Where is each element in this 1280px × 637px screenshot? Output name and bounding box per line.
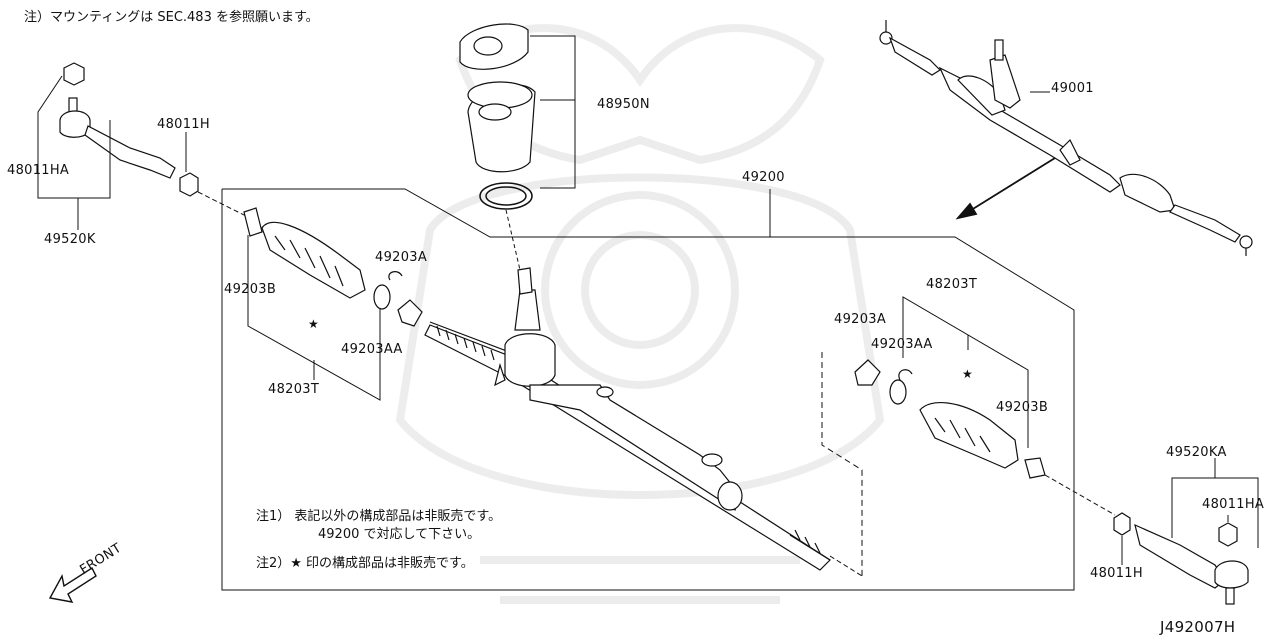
assembly-49200-outline bbox=[221, 188, 1075, 591]
left-tie-rod-end-bracket bbox=[37, 75, 187, 230]
part-label-48011H-right[interactable]: 48011H bbox=[1090, 566, 1143, 581]
rack-assembly-49001 bbox=[879, 20, 1253, 256]
part-label-48203T-left[interactable]: 48203T bbox=[268, 382, 320, 397]
footnote-2: 注2）★ 印の構成部品は非販売です。 bbox=[256, 556, 474, 571]
part-label-49520KA[interactable]: 49520KA bbox=[1166, 445, 1227, 460]
part-label-49001[interactable]: 49001 bbox=[1051, 81, 1094, 96]
assembly-arrow bbox=[955, 157, 1056, 220]
front-arrow-icon bbox=[48, 566, 97, 603]
part-label-49203A-right[interactable]: 49203A bbox=[834, 312, 887, 327]
watermark-emblem bbox=[395, 23, 885, 604]
boot-o-ring-part bbox=[479, 182, 533, 210]
part-label-49203AA-left[interactable]: 49203AA bbox=[341, 342, 403, 357]
left-boot-brackets bbox=[247, 235, 381, 401]
steering-rack-body bbox=[424, 267, 831, 571]
boot-cap-part bbox=[459, 23, 529, 70]
rack-end-leader bbox=[829, 555, 863, 577]
part-label-49203A-left[interactable]: 49203A bbox=[375, 250, 428, 265]
header-note: 注）マウンティングは SEC.483 を参照願います。 bbox=[24, 10, 319, 25]
part-label-48950N[interactable]: 48950N bbox=[597, 97, 650, 112]
left-boot-group bbox=[243, 207, 423, 327]
part-label-48203T-right[interactable]: 48203T bbox=[926, 277, 978, 292]
star-marker-left: ★ bbox=[308, 317, 319, 331]
diagram-code: J492007H bbox=[1160, 618, 1236, 636]
part-label-48011HA-left[interactable]: 48011HA bbox=[7, 163, 70, 178]
footnote-1-line-2: 49200 で対応して下さい。 bbox=[318, 527, 481, 542]
part-label-49203AA-right[interactable]: 49203AA bbox=[871, 337, 933, 352]
left-tie-rod-end-group bbox=[59, 62, 199, 197]
pinion-leader-line bbox=[505, 209, 521, 271]
right-subassy-dashed bbox=[821, 352, 863, 576]
right-tie-rod-leader bbox=[1044, 474, 1116, 516]
part-label-49203B-left[interactable]: 49203B bbox=[224, 282, 277, 297]
boot-48950N-bracket bbox=[530, 35, 576, 189]
part-label-49203B-right[interactable]: 49203B bbox=[996, 400, 1049, 415]
part-label-49520K[interactable]: 49520K bbox=[44, 232, 96, 247]
part-label-48011H-left[interactable]: 48011H bbox=[157, 117, 210, 132]
left-tie-rod-leader bbox=[197, 191, 251, 219]
right-boot-brackets bbox=[902, 296, 1029, 448]
star-marker-right: ★ bbox=[962, 367, 973, 381]
footnote-1-line-1: 注1） 表記以外の構成部品は非販売です。 bbox=[256, 509, 502, 524]
boot-dust-seal-part bbox=[467, 81, 536, 173]
right-boot-group bbox=[854, 359, 1046, 479]
right-tie-rod-end-bracket bbox=[1121, 458, 1259, 565]
right-tie-rod-end-group bbox=[1113, 512, 1249, 605]
part-label-48011HA-right[interactable]: 48011HA bbox=[1202, 497, 1265, 512]
part-label-49200[interactable]: 49200 bbox=[742, 170, 785, 185]
